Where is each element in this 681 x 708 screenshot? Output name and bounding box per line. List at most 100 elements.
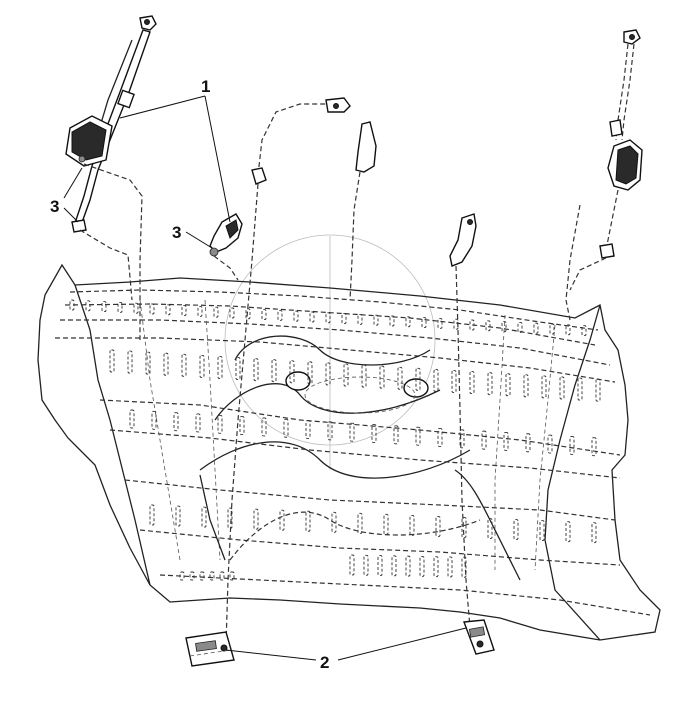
- floor-slot: [261, 417, 267, 437]
- floor-slot: [435, 515, 441, 537]
- floor-slot: [349, 554, 355, 576]
- floor-slot: [459, 429, 465, 449]
- left-seat-belt-assembly: [65, 15, 157, 340]
- floor-slot: [199, 571, 205, 581]
- floor-slot: [461, 517, 467, 538]
- floor-slot: [129, 409, 135, 429]
- floor-slot: [549, 323, 555, 335]
- center-buckle-assembly: [209, 213, 243, 281]
- floor-slot: [283, 418, 289, 438]
- floor-slot: [547, 434, 553, 454]
- callout-label-1: 1: [201, 77, 210, 96]
- floor-slot: [437, 317, 443, 329]
- floor-slot: [569, 435, 575, 455]
- floor-slot: [261, 309, 267, 321]
- right-upper-anchor: [623, 29, 641, 45]
- floor-slot-pattern: [69, 299, 601, 581]
- floor-slot: [197, 305, 203, 317]
- floor-slot: [451, 370, 457, 393]
- floor-slot: [433, 556, 439, 578]
- floor-slot: [325, 362, 331, 386]
- callout-label-3-lower: 3: [172, 223, 181, 242]
- floor-slot: [409, 514, 415, 536]
- floor-slot: [505, 373, 511, 397]
- floor-slot: [195, 413, 201, 433]
- floor-slot: [371, 424, 377, 443]
- floor-slot: [361, 364, 367, 388]
- floor-slot: [541, 375, 547, 399]
- floor-slot: [437, 428, 443, 447]
- floor-slot: [415, 426, 421, 446]
- floor-slot: [397, 366, 403, 390]
- floor-slot: [277, 309, 283, 321]
- floor-slot: [513, 519, 519, 541]
- floor-slot: [199, 354, 205, 378]
- floor-slot: [209, 571, 215, 581]
- floor-outline: [37, 263, 661, 641]
- floor-slot: [253, 508, 259, 530]
- left-retractor: [65, 115, 113, 167]
- floor-slot: [175, 505, 181, 527]
- floor-slot: [415, 367, 421, 391]
- floor-slot: [163, 352, 169, 376]
- floor-slot: [271, 359, 277, 383]
- floor-slot: [151, 410, 157, 430]
- floor-slot: [379, 365, 385, 389]
- floor-slot: [383, 513, 389, 535]
- floor-slot: [289, 360, 295, 384]
- floor-slot: [421, 317, 427, 329]
- floor-slot: [189, 571, 195, 581]
- right-floor-anchor-plate: [463, 619, 495, 655]
- left-lower-anchor: [71, 219, 87, 233]
- floor-slot: [149, 303, 155, 315]
- callout-leaders: [63, 95, 467, 661]
- floor-slot: [389, 315, 395, 327]
- floor-slot: [69, 299, 75, 311]
- floor-slot: [217, 356, 223, 379]
- right-center-buckle: [449, 213, 477, 629]
- floor-slot: [485, 320, 491, 332]
- floor-slot: [305, 510, 311, 532]
- floor-slot: [363, 554, 369, 576]
- floor-slot: [173, 412, 179, 432]
- floor-slot: [357, 313, 363, 325]
- floor-slot: [503, 431, 509, 451]
- floor-slot: [481, 430, 487, 450]
- floor-slot: [327, 421, 333, 441]
- floor-panel: [37, 263, 661, 641]
- floor-slot: [469, 371, 475, 395]
- floor-slot: [433, 368, 439, 392]
- floor-slot: [245, 308, 251, 320]
- floor-slot: [391, 555, 397, 577]
- floor-slot: [239, 416, 245, 436]
- floor-slot: [565, 521, 571, 543]
- floor-slot: [101, 301, 107, 313]
- floor-slot: [525, 433, 531, 453]
- floor-slot: [393, 425, 399, 445]
- floor-slot: [591, 437, 597, 457]
- floor-slot: [349, 422, 355, 442]
- floor-slot: [217, 414, 223, 434]
- floor-slot: [591, 522, 597, 544]
- right-belt-webbing: [615, 43, 629, 141]
- floor-slot: [405, 316, 411, 328]
- floor-slot: [229, 307, 235, 319]
- floor-slot: [533, 322, 539, 334]
- floor-slot: [145, 351, 151, 375]
- left-upper-anchor: [139, 15, 157, 31]
- floor-slot: [419, 555, 425, 577]
- floor-slot: [117, 301, 123, 313]
- floor-slot: [559, 376, 565, 400]
- floor-slot: [577, 377, 583, 401]
- floor-slot: [461, 556, 467, 578]
- floor-slot: [201, 506, 207, 528]
- floor-slot: [487, 518, 493, 539]
- floor-slot: [595, 378, 601, 402]
- floor-slot: [149, 504, 155, 526]
- floor-slot: [469, 319, 475, 331]
- floor-slot: [565, 324, 571, 336]
- center-tongue: [355, 121, 377, 173]
- floor-slot: [343, 363, 349, 387]
- floor-slot: [539, 520, 545, 542]
